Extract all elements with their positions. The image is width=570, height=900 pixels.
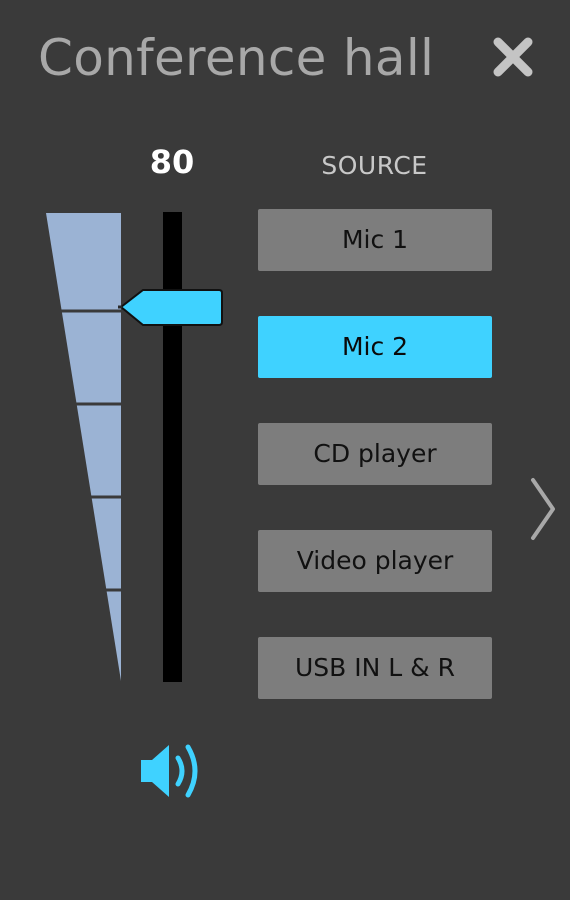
source-button-mic-1[interactable]: Mic 1 bbox=[258, 209, 492, 271]
close-button[interactable] bbox=[488, 32, 538, 82]
volume-value: 80 bbox=[149, 143, 195, 181]
source-button-video-player[interactable]: Video player bbox=[258, 530, 492, 592]
speaker-button[interactable] bbox=[138, 738, 208, 804]
source-heading: SOURCE bbox=[321, 151, 428, 180]
close-icon bbox=[493, 37, 533, 77]
source-button-usb-in[interactable]: USB IN L & R bbox=[258, 637, 492, 699]
page-title: Conference hall bbox=[38, 29, 435, 87]
fader-track[interactable] bbox=[163, 212, 182, 682]
volume-level-meter bbox=[46, 213, 121, 681]
source-list: Mic 1 Mic 2 CD player Video player USB I… bbox=[258, 209, 492, 744]
fader-handle[interactable] bbox=[118, 287, 224, 329]
next-page-button[interactable] bbox=[527, 476, 559, 542]
speaker-volume-icon bbox=[141, 744, 198, 798]
volume-fader[interactable] bbox=[118, 212, 228, 684]
source-button-mic-2[interactable]: Mic 2 bbox=[258, 316, 492, 378]
chevron-right-icon bbox=[531, 478, 555, 540]
source-button-cd-player[interactable]: CD player bbox=[258, 423, 492, 485]
